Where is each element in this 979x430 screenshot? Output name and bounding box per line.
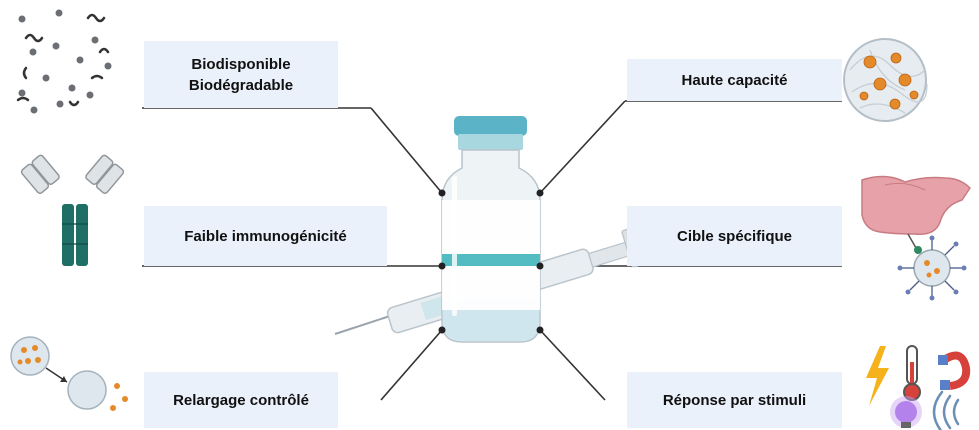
loaded-nanoparticle-icon bbox=[843, 38, 928, 122]
label-faible-immunogenicite: Faible immunogénicité bbox=[144, 206, 387, 266]
label-reponse-stimuli: Réponse par stimuli bbox=[627, 372, 842, 428]
label-cible-specifique-text: Cible spécifique bbox=[676, 227, 793, 245]
label-reponse-stimuli-text: Réponse par stimuli bbox=[662, 391, 807, 409]
label-haute-capacite: Haute capacité bbox=[627, 59, 842, 101]
thermometer-icon bbox=[903, 345, 921, 401]
line-capacite-d bbox=[539, 100, 626, 194]
label-haute-capacite-text: Haute capacité bbox=[681, 71, 788, 89]
line-stimuli bbox=[539, 329, 606, 401]
label-relargage-controle-text: Relargage contrôlé bbox=[173, 391, 309, 409]
lightning-icon bbox=[866, 346, 889, 406]
label-relargage-controle: Relargage contrôlé bbox=[144, 372, 338, 428]
antibody-icon bbox=[20, 154, 125, 266]
label-biodisponible-line2: Biodégradable bbox=[188, 76, 294, 94]
label-biodisponible: Biodisponible Biodégradable bbox=[144, 41, 338, 108]
line-relargage bbox=[380, 329, 443, 401]
vial-cap bbox=[454, 116, 527, 136]
ultrasound-waves-icon bbox=[932, 390, 960, 430]
label-cible-specifique: Cible spécifique bbox=[627, 206, 842, 266]
specific-target-icon bbox=[861, 175, 971, 301]
line-biodisponible-d bbox=[370, 107, 443, 194]
vial-band bbox=[442, 254, 540, 266]
label-faible-immunogenicite-text: Faible immunogénicité bbox=[184, 227, 347, 245]
label-biodisponible-line1: Biodisponible bbox=[191, 55, 291, 73]
vial-icon bbox=[438, 116, 544, 343]
magnet-icon bbox=[938, 351, 971, 390]
scattered-particles-icon bbox=[18, 9, 112, 114]
controlled-release-icon bbox=[10, 336, 128, 411]
light-bulb-icon bbox=[890, 396, 922, 428]
